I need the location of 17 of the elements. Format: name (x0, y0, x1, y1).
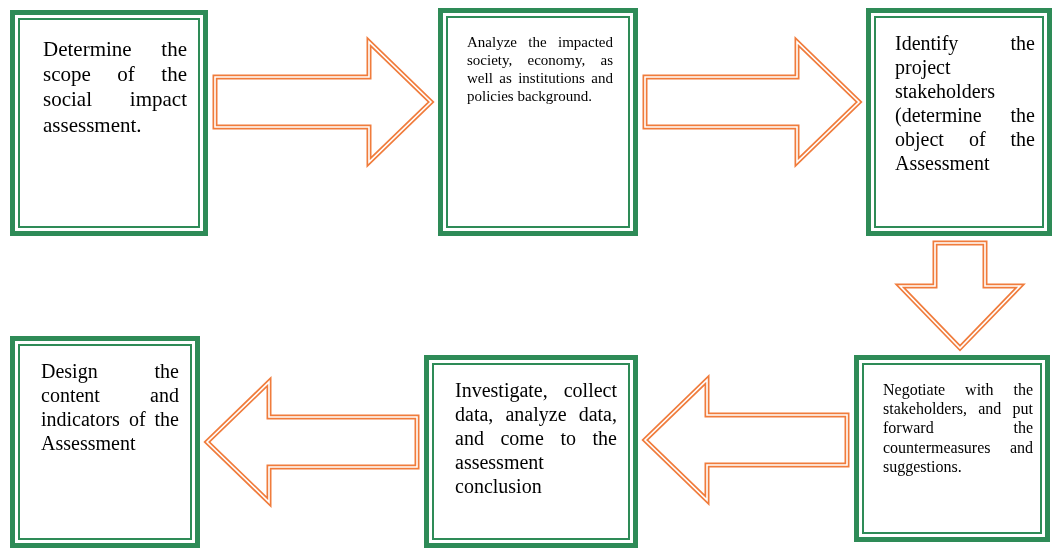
block-arrow (203, 376, 420, 508)
step-text: Identify the project stakeholders (determine the object of the Assessment (895, 31, 1035, 175)
step-text: Determine the scope of the social impact assessment. (43, 37, 187, 138)
block-arrow (894, 240, 1026, 352)
process-box (424, 355, 638, 548)
step-text: Design the content and indicators of the Assessment (41, 359, 179, 455)
process-box (10, 10, 208, 236)
block-arrow (212, 36, 435, 168)
process-box (438, 8, 638, 236)
block-arrow (642, 36, 863, 168)
process-box (854, 355, 1050, 542)
process-box (866, 8, 1052, 236)
step-text: Negotiate with the stakeholders, and put forward the countermeasures and suggestions. (883, 380, 1033, 476)
block-arrow (641, 374, 850, 506)
step-text: Analyze the impacted society, economy, as well as institutions and policies background. (467, 33, 613, 105)
process-box (10, 336, 200, 548)
step-text: Investigate, collect data, analyze data, and come to the assessment conclusion (455, 378, 617, 498)
